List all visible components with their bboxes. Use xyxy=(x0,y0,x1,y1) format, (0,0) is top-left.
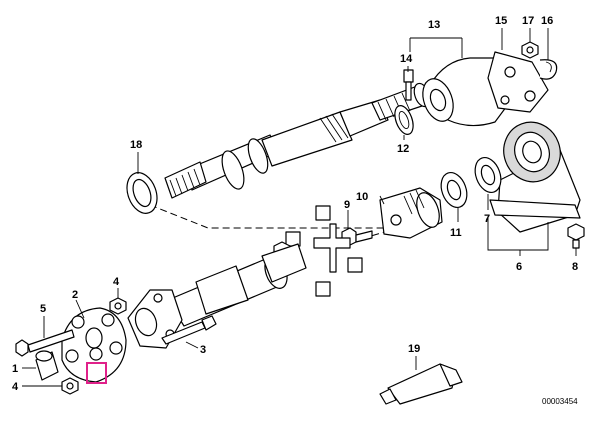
centre-bearing-6 xyxy=(489,121,581,233)
callout-6: 6 xyxy=(516,261,522,273)
bearing-7 xyxy=(474,156,502,194)
leader-13 xyxy=(409,37,463,58)
callout-1: 1 xyxy=(12,363,18,375)
nut-4-lower xyxy=(61,377,79,395)
assembly-line-lower xyxy=(329,230,389,249)
grease-tube-19 xyxy=(379,363,463,405)
dust-ring-11 xyxy=(440,171,468,209)
assembly-line-upper xyxy=(149,204,395,229)
callout-14: 14 xyxy=(400,53,413,65)
callout-9: 9 xyxy=(344,199,350,211)
bolt-5 xyxy=(15,329,75,357)
seal-ring-18 xyxy=(126,172,158,214)
highlighted-bolt-hole xyxy=(86,362,107,384)
flex-disc-2 xyxy=(61,307,127,383)
leader-3 xyxy=(185,341,199,349)
callout-16: 16 xyxy=(541,15,553,27)
callout-19: 19 xyxy=(408,343,420,355)
callout-4-lower: 4 xyxy=(12,381,19,393)
leader-2 xyxy=(75,299,85,319)
leader-10 xyxy=(379,195,385,205)
leader-6 xyxy=(487,216,549,256)
callout-12: 12 xyxy=(397,143,409,155)
callout-15: 15 xyxy=(495,15,507,27)
bushing-1 xyxy=(35,350,59,381)
callout-17: 17 xyxy=(522,15,534,27)
callout-10: 10 xyxy=(356,191,368,203)
clip-16 xyxy=(539,59,558,80)
bolt-8 xyxy=(567,223,585,249)
callout-7: 7 xyxy=(484,213,490,225)
bolt-3 xyxy=(161,315,217,345)
callout-8: 8 xyxy=(572,261,578,273)
callout-13: 13 xyxy=(428,19,440,31)
figure-number: 00003454 xyxy=(542,397,578,406)
nut-4-upper xyxy=(109,297,127,315)
lower-shaft xyxy=(167,243,307,327)
callout-2: 2 xyxy=(72,289,78,301)
callout-5: 5 xyxy=(40,303,46,315)
circlip-12 xyxy=(394,105,414,135)
upper-shaft xyxy=(164,82,431,199)
callout-18: 18 xyxy=(130,139,142,151)
slip-yoke-10 xyxy=(379,187,443,239)
flange-yoke-13 xyxy=(422,51,549,127)
callout-3: 3 xyxy=(200,344,206,356)
callout-4-upper: 4 xyxy=(113,276,120,288)
callout-11: 11 xyxy=(450,227,462,239)
bolt-14 xyxy=(403,69,414,101)
nut-17 xyxy=(521,41,539,59)
